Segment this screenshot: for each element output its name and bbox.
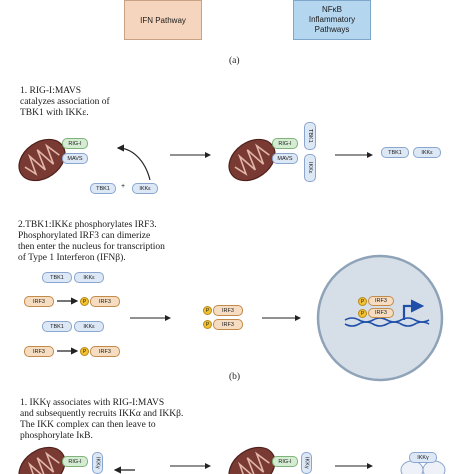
step2-text: 2.TBK1:IKKε phosphorylates IRF3. Phospho… [18,220,165,264]
plus-sign: + [121,183,126,190]
mitochondrion-3 [18,446,66,474]
irf3-pill-phos-2: IRF3 [90,346,120,357]
step3-line3: The IKK complex can then leave to [20,420,156,430]
step3-line4: phosphorylate IκB. [20,431,93,441]
irf3-pill-phos-1: IRF3 [90,296,120,307]
transcription-start-arrow [402,299,425,320]
caption-b: (b) [229,372,241,382]
step1-line2: catalyzes association of [20,97,110,107]
ikke-pill-1: IKKε [132,183,158,194]
mitochondrion-4 [228,446,276,474]
phosphate-nucleus-1: P [358,297,367,306]
step1-line3: TBK1 with IKKε. [20,108,89,118]
ifn-pathway-box: IFN Pathway [124,0,202,40]
ikke-pill-vertical: IKKε [304,154,316,182]
irf3-nucleus-bottom: IRF3 [368,308,394,318]
step1-line1: 1. RIG-I:MAVS [20,86,82,96]
step3-text: 1. IKKγ associates with RIG-I:MAVS and s… [20,398,183,442]
rigi-pill-1: RIG-I [62,138,88,149]
rigi-pill-3: RIG-I [62,456,88,467]
step3-line2: and subsequently recruits IKKα and IKKβ. [20,409,184,419]
phosphate-dimer-1: P [203,306,212,315]
nfkb-label-line2: Inflammatory [308,15,356,24]
step3-line1: 1. IKKγ associates with RIG-I:MAVS [20,398,165,408]
tbk1-pill-step2-a: TBK1 [42,272,72,283]
tbk1-pill-step2-b: TBK1 [42,321,72,332]
step2-line3: then enter the nucleus for transcription [18,242,165,252]
step2-line4: of Type 1 Interferon (IFNβ). [18,253,126,263]
nfkb-label-line1: NFκB [322,5,342,14]
step1-text: 1. RIG-I:MAVS catalyzes association of T… [20,86,110,119]
phosphate-nucleus-2: P [358,309,367,318]
phosphate-2: P [80,347,89,356]
step2-line1: 2.TBK1:IKKε phosphorylates IRF3. [18,220,157,230]
tbk1-pill-1: TBK1 [90,183,116,194]
irf3-dimer-top: IRF3 [213,305,243,316]
phosphate-dimer-2: P [203,320,212,329]
ikke-pill-step2-a: IKKε [74,272,104,283]
ikke-pill-step2-b: IKKε [74,321,104,332]
step2-line2: Phosphorylated IRF3 can dimerize [18,231,151,241]
irf3-nucleus-top: IRF3 [368,296,394,306]
irf3-pill-unphos-1: IRF3 [24,296,54,307]
tbk1-pill-free: TBK1 [381,147,409,158]
ikky-pill-free: IKKγ [409,452,437,463]
nfkb-pathways-box: NFκB Inflammatory Pathways [293,0,371,40]
tbk1-pill-vertical: TBK1 [304,122,316,150]
ikkg-pill-vertical-1: IKKγ [92,452,103,474]
step1-curved-arrow [116,144,151,181]
dna-helix [344,317,430,327]
irf3-pill-unphos-2: IRF3 [24,346,54,357]
ikkg-pill-vertical-2: IKKγ [301,452,312,474]
irf3-dimer-bottom: IRF3 [213,319,243,330]
ifn-pathway-label: IFN Pathway [140,15,186,25]
rigi-pill-2: RIG-I [272,138,298,149]
rigi-pill-4: RIG-I [272,456,298,467]
phosphate-1: P [80,297,89,306]
ikke-pill-free: IKKε [413,147,441,158]
mavs-pill-2: MAVS [272,153,298,164]
mavs-pill-1: MAVS [62,153,88,164]
nfkb-label-line3: Pathways [314,25,350,34]
caption-a: (a) [229,56,240,66]
